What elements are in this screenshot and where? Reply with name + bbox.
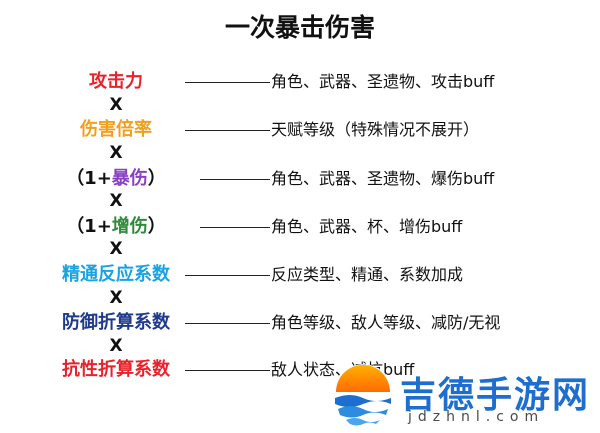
term-dmg-bonus: （1+增伤） bbox=[20, 214, 212, 240]
multiply-sign: X bbox=[109, 95, 123, 115]
watermark: 吉德手游网 jdzhnl.com bbox=[330, 362, 600, 433]
connector-line bbox=[200, 227, 270, 228]
formula-row-multiplier: 伤害倍率 天赋等级（特殊情况不展开） bbox=[0, 117, 600, 143]
multiply-sign: X bbox=[109, 239, 123, 259]
desc-dmg-bonus: 角色、武器、杯、增伤buff bbox=[271, 217, 463, 236]
multiply-sign: X bbox=[109, 336, 123, 356]
term-crit-damage: （1+暴伤） bbox=[20, 166, 212, 192]
connector-line bbox=[200, 179, 270, 180]
connector-line bbox=[185, 82, 270, 83]
term-defense: 防御折算系数 bbox=[62, 312, 170, 333]
multiply-sign: X bbox=[109, 143, 123, 163]
watermark-url: jdzhnl.com bbox=[408, 409, 545, 425]
connector-line bbox=[185, 323, 270, 324]
desc-reaction: 反应类型、精通、系数加成 bbox=[271, 265, 464, 284]
term-suffix: ） bbox=[147, 216, 166, 237]
desc-multiplier: 天赋等级（特殊情况不展开） bbox=[271, 120, 480, 139]
formula-row-defense: 防御折算系数 角色等级、敌人等级、减防/无视 bbox=[0, 310, 600, 336]
formula-row-reaction: 精通反应系数 反应类型、精通、系数加成 bbox=[0, 262, 600, 288]
connector-line bbox=[185, 130, 270, 131]
term-resistance: 抗性折算系数 bbox=[62, 359, 170, 380]
connector-line bbox=[185, 370, 270, 371]
watermark-text: 吉德手游网 bbox=[400, 375, 591, 416]
desc-crit-damage: 角色、武器、圣遗物、爆伤buff bbox=[271, 169, 495, 188]
term-prefix: （1+ bbox=[66, 168, 112, 189]
connector-line bbox=[185, 275, 270, 276]
desc-attack: 角色、武器、圣遗物、攻击buff bbox=[271, 72, 495, 91]
formula-row-crit-damage: （1+暴伤） 角色、武器、圣遗物、爆伤buff bbox=[0, 166, 600, 192]
term-multiplier: 伤害倍率 bbox=[80, 119, 152, 140]
term-suffix: ） bbox=[147, 168, 166, 189]
multiply-sign: X bbox=[109, 288, 123, 308]
term-prefix: （1+ bbox=[66, 216, 112, 237]
term-core: 增伤 bbox=[111, 216, 148, 237]
multiply-sign: X bbox=[109, 191, 123, 211]
formula-row-dmg-bonus: （1+增伤） 角色、武器、杯、增伤buff bbox=[0, 214, 600, 240]
sun-wave-logo-icon bbox=[332, 364, 394, 426]
page-title: 一次暴击伤害 bbox=[224, 13, 375, 42]
formula-row-attack: 攻击力 角色、武器、圣遗物、攻击buff bbox=[0, 69, 600, 95]
term-core: 暴伤 bbox=[111, 168, 148, 189]
desc-defense: 角色等级、敌人等级、减防/无视 bbox=[271, 313, 501, 332]
term-attack: 攻击力 bbox=[89, 71, 143, 92]
term-reaction: 精通反应系数 bbox=[62, 264, 170, 285]
